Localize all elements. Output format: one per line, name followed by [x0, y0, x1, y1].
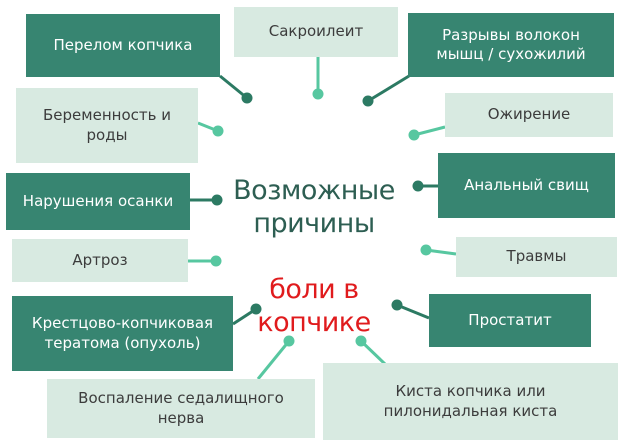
node-artroz: Артроз [12, 239, 188, 282]
node-label: Артроз [72, 250, 128, 269]
title-accent: боли в копчике [257, 274, 371, 338]
connector-krestcovo-dot [250, 303, 262, 315]
node-label: Нарушения осанки [22, 191, 174, 210]
node-label: Сакроилеит [268, 22, 364, 41]
node-label: Анальный свищ [464, 175, 589, 194]
connector-analnyy-dot [412, 180, 424, 192]
connector-sakroileit-dot [312, 88, 324, 100]
connector-prostatit-dot [391, 299, 403, 311]
node-krestcovo-teratoma: Крестцово-копчиковая тератома (опухоль) [12, 296, 233, 371]
node-label: Киста копчика или пилонидальная киста [383, 382, 558, 420]
node-label: Ожирение [487, 105, 571, 124]
connector-kista-line [359, 339, 387, 366]
node-ozhirenie: Ожирение [445, 93, 613, 137]
connector-artroz-dot [210, 255, 222, 267]
connector-perelom-dot [241, 92, 253, 104]
connector-prostatit-line [396, 303, 430, 320]
title-main: Возможные причины [233, 175, 395, 239]
node-kista-kopchika: Киста копчика или пилонидальная киста [323, 363, 618, 440]
node-perelom-kopchika: Перелом копчика [26, 14, 220, 77]
connector-razryvy-dot [362, 95, 374, 107]
connector-kista-dot [355, 335, 367, 347]
node-label: Простатит [468, 310, 552, 329]
node-label: Перелом копчика [53, 35, 193, 54]
diagram-title: Возможные причины боли в копчике [204, 141, 424, 372]
connector-vospalenie-dot [283, 335, 295, 347]
node-label: Крестцово-копчиковая тератома (опухоль) [31, 314, 214, 352]
connector-narusheniya-dot [211, 194, 223, 206]
node-prostatit: Простатит [429, 294, 591, 347]
node-label: Травмы [506, 247, 567, 266]
connector-perelom-line [219, 74, 248, 100]
connector-vospalenie-line [256, 340, 291, 380]
node-beremennost-rody: Беременность и роды [16, 88, 198, 163]
node-analnyy-svishch: Анальный свищ [438, 153, 615, 218]
connector-beremennost-dot [212, 125, 224, 137]
node-label: Беременность и роды [43, 106, 171, 144]
node-razryvy-volokon: Разрывы волокон мышц / сухожилий [408, 13, 614, 77]
connector-razryvy-line [367, 74, 410, 103]
connector-travmy-dot [420, 244, 432, 256]
node-label: Разрывы волокон мышц / сухожилий [436, 25, 586, 64]
node-narusheniya-osanki: Нарушения осанки [6, 173, 190, 230]
node-travmy: Травмы [456, 237, 617, 277]
connector-ozhirenie-dot [408, 129, 420, 141]
node-sakroileit: Сакроилеит [234, 7, 398, 57]
node-label: Воспаление седалищного нерва [78, 389, 284, 427]
node-vospalenie-nerva: Воспаление седалищного нерва [47, 379, 315, 438]
